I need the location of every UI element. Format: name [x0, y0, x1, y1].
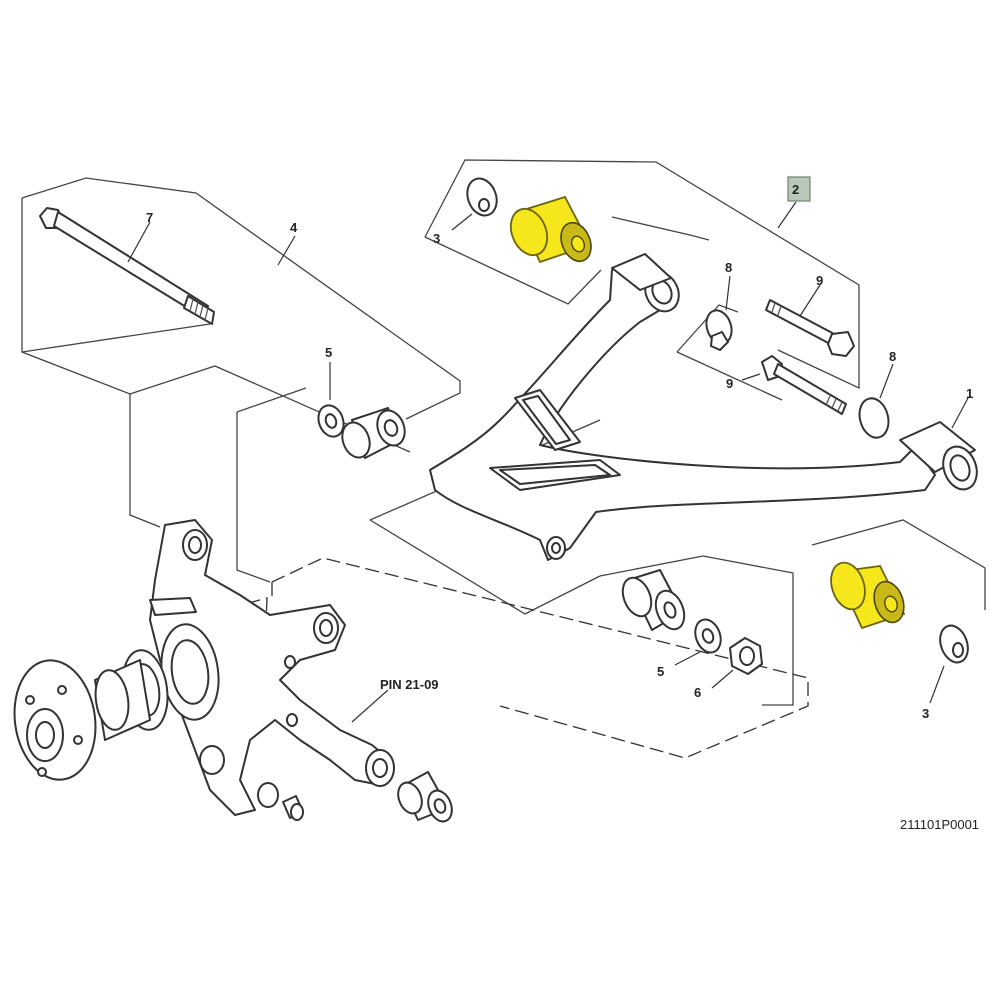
leader-6 [711, 669, 734, 689]
leader-8-top [725, 275, 731, 311]
callout-8-top[interactable]: 8 [725, 260, 732, 275]
pin-reference-label[interactable]: PIN 21-09 [380, 677, 439, 692]
knuckle-pin-small[interactable] [282, 795, 304, 821]
drawing-code: 211101P0001 [900, 817, 979, 832]
callout-5-top[interactable]: 5 [325, 345, 332, 360]
callout-1[interactable]: 1 [966, 386, 973, 401]
inner-bushing-bottom[interactable] [617, 569, 689, 633]
leader-3-top [451, 213, 473, 231]
callout-2[interactable]: 2 [792, 182, 799, 197]
leader-9-lower [741, 373, 761, 381]
leader-1 [951, 397, 969, 429]
knuckle-bushing-bottom[interactable] [394, 771, 456, 825]
inner-washer-bottom[interactable] [691, 616, 725, 656]
long-bolt[interactable] [39, 207, 215, 325]
callout-9-top[interactable]: 9 [816, 273, 823, 288]
nut[interactable] [729, 637, 763, 675]
callout-8-right[interactable]: 8 [889, 349, 896, 364]
washer-8-top[interactable] [702, 307, 735, 351]
callout-7[interactable]: 7 [146, 210, 153, 225]
kit-2-box [787, 176, 811, 202]
outer-washer-bottom[interactable] [935, 622, 972, 667]
leader-3-bottom [929, 665, 945, 704]
leader-2 [777, 201, 797, 229]
inner-washer-top[interactable] [314, 402, 347, 440]
callout-3-bottom[interactable]: 3 [922, 706, 929, 721]
frame-4-outline [21, 177, 461, 583]
callout-4[interactable]: 4 [290, 220, 298, 235]
outer-washer-top[interactable] [462, 174, 501, 219]
highlighted-bushing-right[interactable] [825, 558, 908, 630]
leader-7 [127, 221, 151, 263]
leader-9-top [799, 284, 821, 317]
bolt-9-lower[interactable] [761, 355, 847, 415]
control-arm[interactable] [429, 253, 983, 561]
callout-6[interactable]: 6 [694, 685, 701, 700]
leader-pin-ref [351, 689, 389, 723]
leader-8-right [879, 363, 894, 399]
hub-bearing[interactable] [7, 621, 224, 785]
leader-4 [277, 235, 296, 266]
callout-9-lower[interactable]: 9 [726, 376, 733, 391]
leader-5-bottom [674, 651, 701, 666]
washer-8-right[interactable] [855, 395, 892, 441]
knuckle-assembly[interactable] [149, 519, 395, 816]
inner-bushing-top[interactable] [338, 407, 410, 462]
callout-3-top[interactable]: 3 [433, 231, 440, 246]
callout-5-bottom[interactable]: 5 [657, 664, 664, 679]
bolt-9-top[interactable] [765, 299, 855, 357]
highlighted-bushing-top[interactable] [504, 195, 596, 266]
